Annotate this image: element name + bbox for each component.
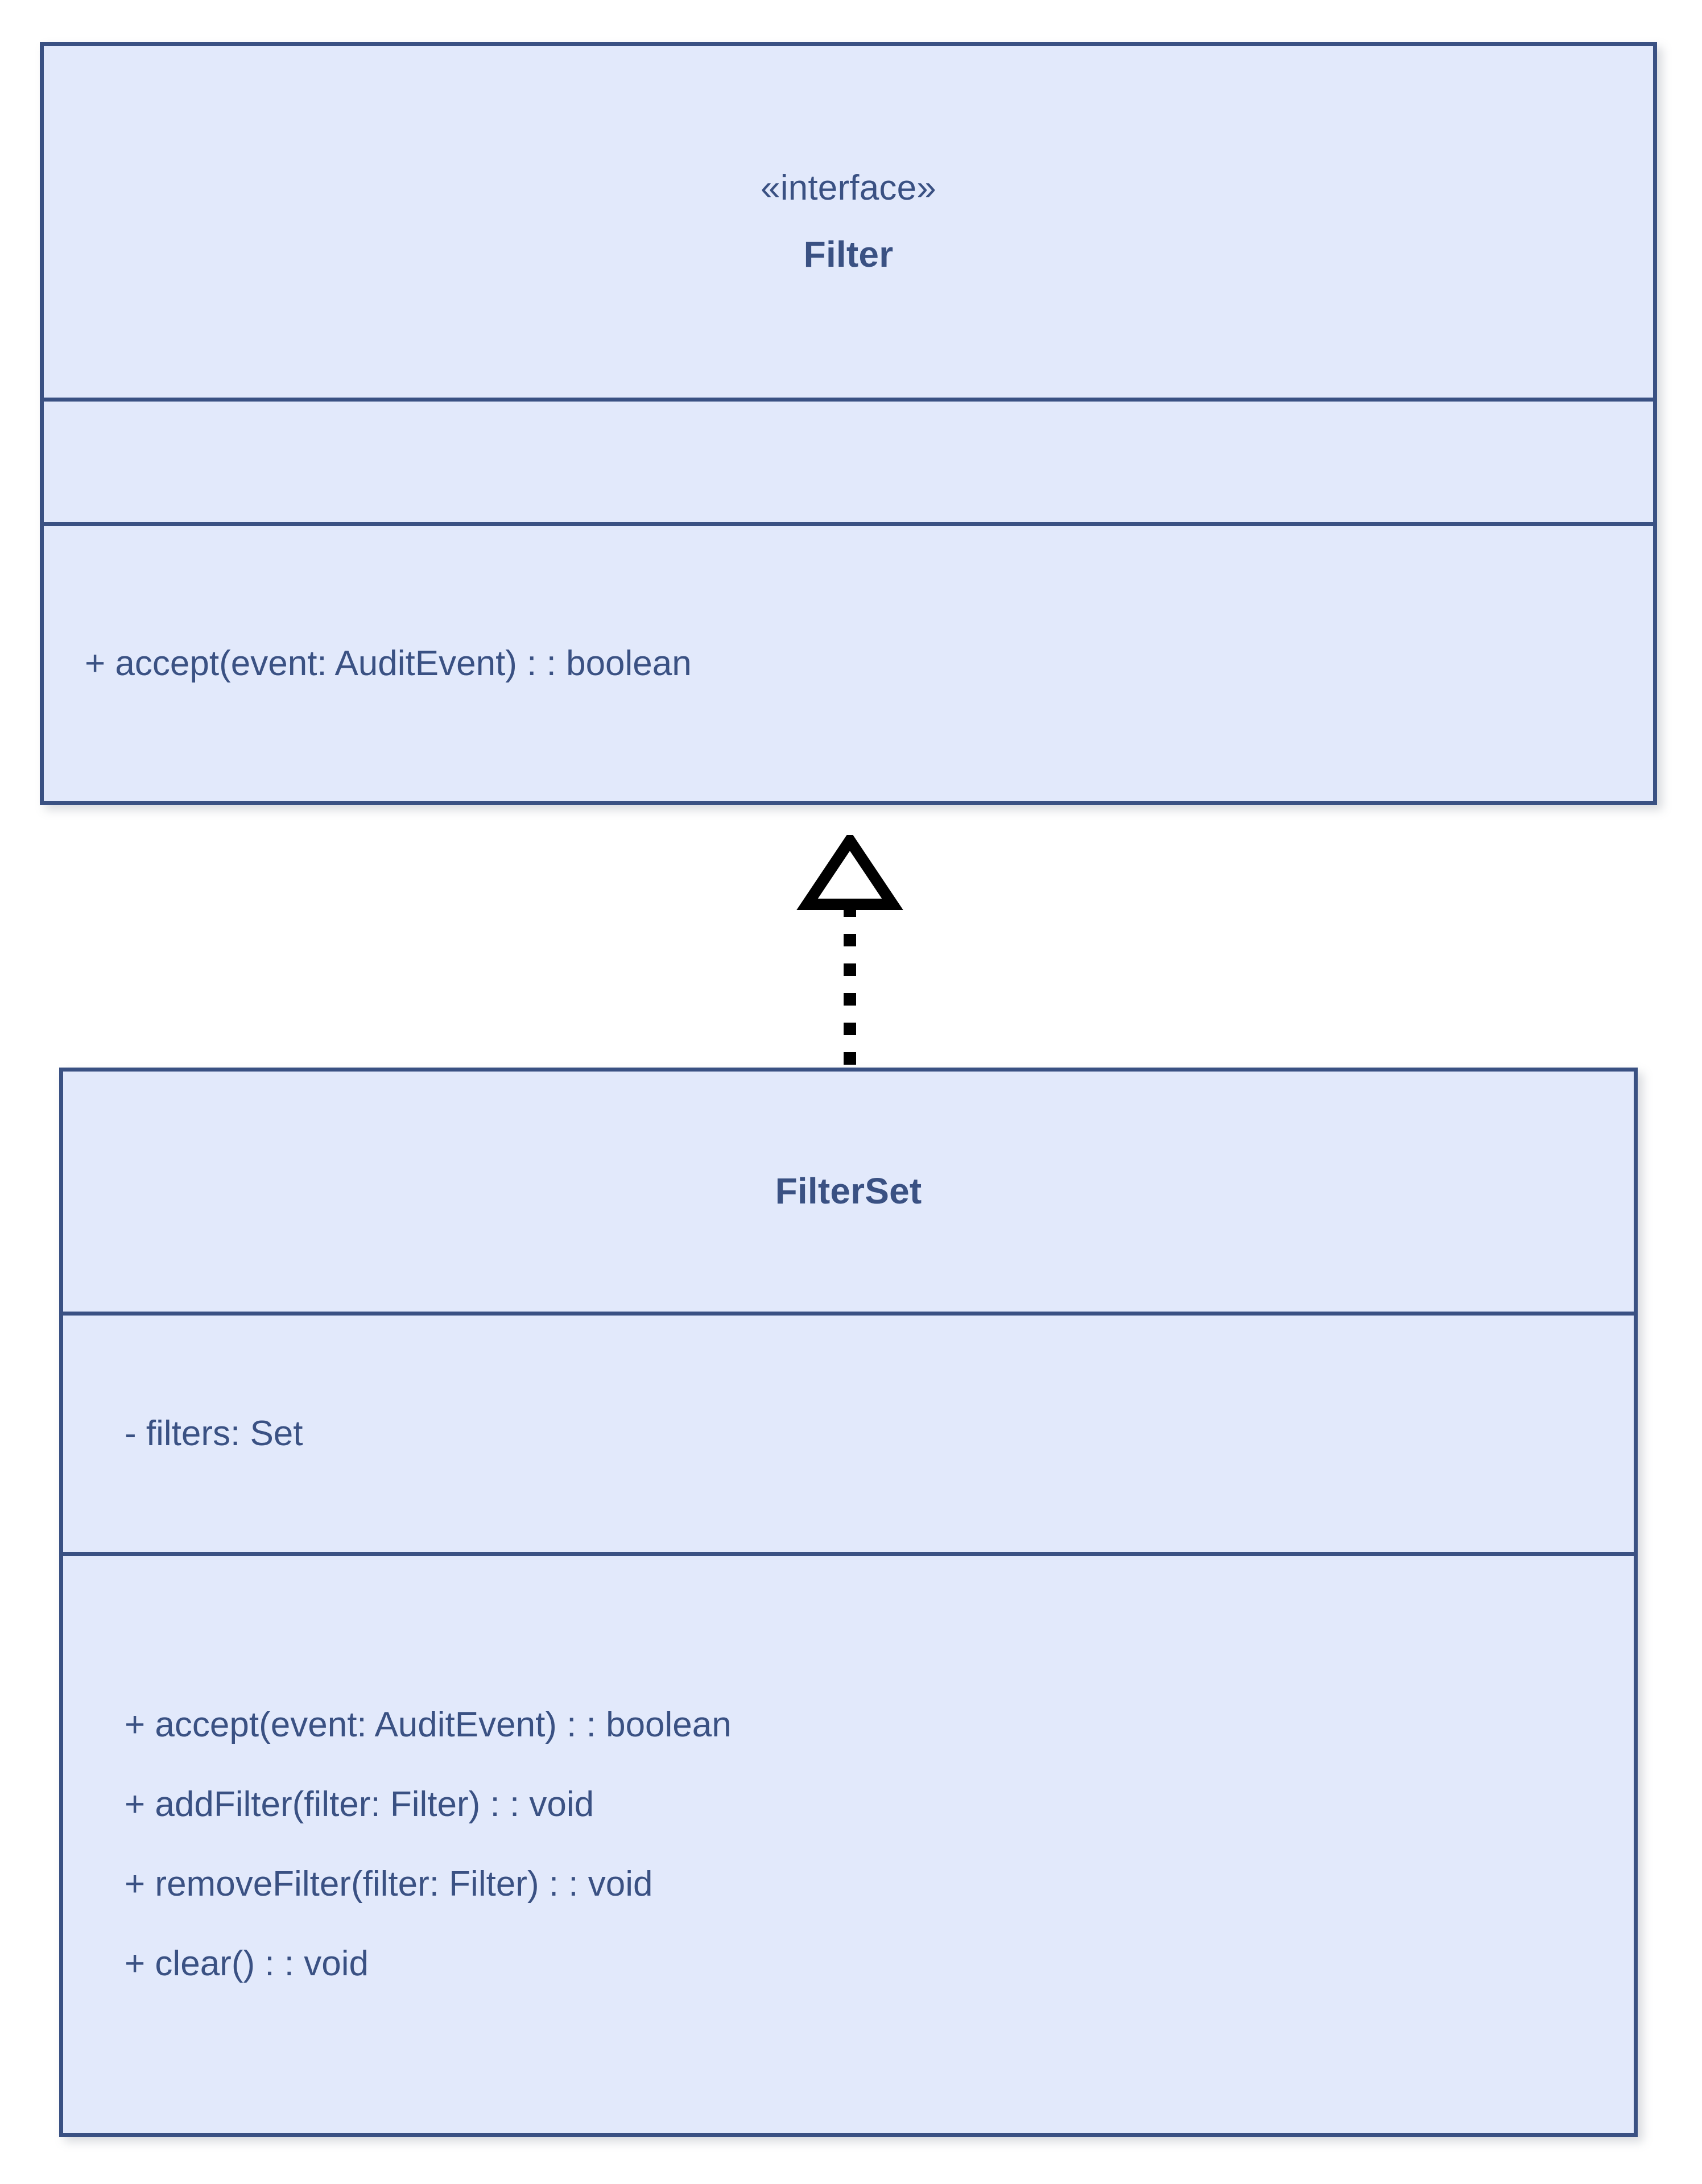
class-operation: + removeFilter(filter: Filter) : : void xyxy=(125,1864,653,1904)
uml-class-filter[interactable]: «interface» Filter + accept(event: Audit… xyxy=(40,42,1657,805)
class-title-compartment-filter: «interface» Filter xyxy=(44,46,1653,398)
class-operation: + clear() : : void xyxy=(125,1944,369,1983)
uml-class-filterset[interactable]: FilterSet - filters: Set + accept(event:… xyxy=(59,1068,1638,2137)
class-title-compartment-filterset: FilterSet xyxy=(63,1072,1634,1312)
class-name-filter: Filter xyxy=(803,233,894,275)
class-operation: + accept(event: AuditEvent) : : boolean xyxy=(85,643,692,683)
class-stereotype-filter: «interface» xyxy=(761,168,936,208)
realization-connector[interactable] xyxy=(796,830,904,1069)
class-operations-compartment-filterset: + accept(event: AuditEvent) : : boolean … xyxy=(63,1552,1634,2133)
class-attributes-compartment-filter xyxy=(44,398,1653,522)
realization-arrow-icon xyxy=(796,830,903,1068)
class-attribute: - filters: Set xyxy=(125,1414,303,1453)
class-operation: + addFilter(filter: Filter) : : void xyxy=(125,1785,594,1824)
class-attributes-compartment-filterset: - filters: Set xyxy=(63,1312,1634,1552)
class-operation: + accept(event: AuditEvent) : : boolean xyxy=(125,1705,732,1744)
class-name-filterset: FilterSet xyxy=(775,1170,922,1212)
class-operations-compartment-filter: + accept(event: AuditEvent) : : boolean xyxy=(44,522,1653,801)
